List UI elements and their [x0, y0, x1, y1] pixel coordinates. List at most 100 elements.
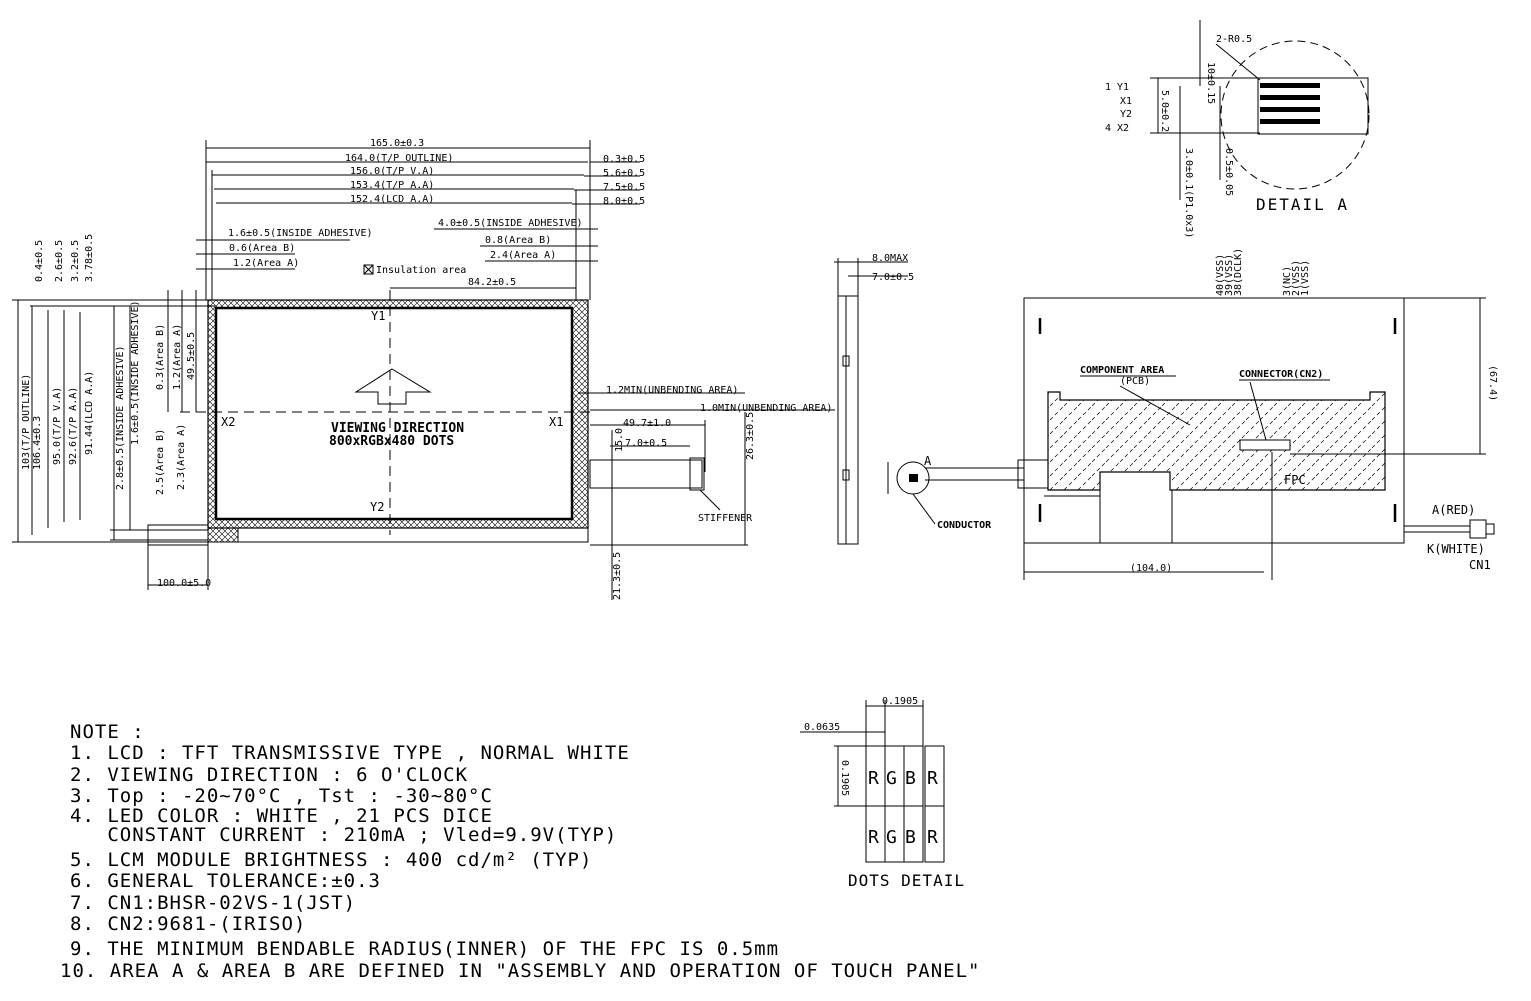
svg-text:6. GENERAL TOLERANCE:±0.3: 6. GENERAL TOLERANCE:±0.3 [70, 870, 381, 892]
viewing-direction: VIEWING DIRECTION [331, 421, 464, 436]
svg-text:8.0MAX: 8.0MAX [872, 253, 908, 264]
dots-detail: R G B R R G B R 0.1905 0.0635 0.1905 DOT… [800, 696, 965, 890]
svg-text:26.3±0.5: 26.3±0.5 [745, 412, 756, 460]
svg-text:49.7±1.0: 49.7±1.0 [623, 418, 671, 429]
svg-text:Insulation area: Insulation area [376, 265, 466, 276]
svg-text:G: G [886, 827, 897, 848]
svg-text:R: R [927, 827, 938, 848]
svg-text:8.0±0.5: 8.0±0.5 [603, 196, 645, 207]
svg-text:2.8±0.5(INSIDE ADHESIVE): 2.8±0.5(INSIDE ADHESIVE) [115, 346, 126, 491]
svg-text:X1: X1 [1120, 96, 1132, 107]
svg-text:15.0: 15.0 [614, 428, 625, 452]
svg-text:10. AREA A & AREA B ARE DEFINE: 10. AREA A & AREA B ARE DEFINED IN "ASSE… [60, 960, 980, 982]
svg-text:2-R0.5: 2-R0.5 [1216, 34, 1252, 45]
svg-text:7.0±0.5: 7.0±0.5 [625, 438, 667, 449]
svg-text:CONDUCTOR: CONDUCTOR [937, 520, 992, 531]
svg-text:R: R [868, 827, 879, 848]
svg-text:2. VIEWING DIRECTION : 6 O'CLO: 2. VIEWING DIRECTION : 6 O'CLOCK [70, 764, 468, 786]
svg-text:0.4±0.5: 0.4±0.5 [34, 240, 45, 282]
svg-text:0.3(Area B): 0.3(Area B) [155, 324, 166, 390]
y1-label: Y1 [371, 309, 385, 323]
svg-text:B: B [905, 768, 916, 789]
x1-label: X1 [549, 415, 563, 429]
svg-text:0.0635: 0.0635 [804, 722, 840, 733]
svg-text:3(NC): 3(NC) [1282, 266, 1293, 296]
svg-text:21.3±0.5: 21.3±0.5 [612, 552, 623, 600]
detail-a: 1 Y1 X1 Y2 4 X2 10±0.15 2-R0.5 5.0±0.2 3… [1105, 20, 1370, 238]
svg-text:4. LED COLOR : WHITE , 21 PCS: 4. LED COLOR : WHITE , 21 PCS DICE [70, 805, 493, 827]
svg-text:165.0±0.3: 165.0±0.3 [370, 138, 424, 149]
viewing-arrow-icon [354, 368, 432, 405]
component-area [1047, 391, 1386, 491]
svg-text:2.4(Area A): 2.4(Area A) [490, 250, 556, 261]
svg-text:(104.0): (104.0) [1130, 563, 1172, 574]
top-view: Y1 Y2 X2 X1 VIEWING DIRECTION 800xRGBx48… [12, 138, 835, 600]
svg-text:1.0MIN(UNBENDING AREA): 1.0MIN(UNBENDING AREA) [700, 403, 832, 414]
svg-text:(67.4): (67.4) [1487, 365, 1498, 401]
svg-text:156.0(T/P V.A): 156.0(T/P V.A) [350, 166, 434, 177]
svg-text:164.0(T/P OUTLINE): 164.0(T/P OUTLINE) [345, 153, 453, 164]
vertical-dims: 106.4±0.3 103(T/P OUTLINE) 95.0(T/P V.A)… [12, 234, 215, 543]
svg-text:92.6(T/P A.A): 92.6(T/P A.A) [68, 387, 79, 465]
svg-text:R: R [868, 768, 879, 789]
adhesive-dims: 1.6±0.5(INSIDE ADHESIVE) 0.6(Area B) 1.2… [196, 218, 598, 289]
svg-text:5.6±0.5: 5.6±0.5 [603, 168, 645, 179]
svg-text:106.4±0.3: 106.4±0.3 [32, 416, 43, 470]
svg-text:40(VSS): 40(VSS) [1215, 254, 1226, 296]
svg-text:R: R [927, 768, 938, 789]
fpc-tail: 1.2MIN(UNBENDING AREA) 1.0MIN(UNBENDING … [578, 385, 835, 600]
svg-text:4 X2: 4 X2 [1105, 123, 1129, 134]
lcd-active-area [214, 306, 574, 521]
svg-text:0.6(Area B): 0.6(Area B) [229, 243, 295, 254]
svg-text:10±0.15: 10±0.15 [1205, 62, 1216, 104]
svg-text:7.5±0.5: 7.5±0.5 [603, 182, 645, 193]
x2-label: X2 [221, 415, 235, 429]
svg-text:39(VSS): 39(VSS) [1224, 254, 1235, 296]
horizontal-dims: 165.0±0.3 164.0(T/P OUTLINE) 156.0(T/P V… [205, 138, 645, 300]
svg-text:153.4(T/P A.A): 153.4(T/P A.A) [350, 180, 434, 191]
svg-text:1 Y1: 1 Y1 [1105, 82, 1129, 93]
svg-text:1.6±0.5(INSIDE ADHESIVE): 1.6±0.5(INSIDE ADHESIVE) [228, 228, 373, 239]
svg-text:9. THE MINIMUM BENDABLE RADIUS: 9. THE MINIMUM BENDABLE RADIUS(INNER) OF… [70, 938, 779, 960]
svg-text:0.8(Area B): 0.8(Area B) [485, 235, 551, 246]
svg-text:91.44(LCD A.A): 91.44(LCD A.A) [84, 371, 95, 455]
svg-text:STIFFENER: STIFFENER [698, 513, 753, 524]
svg-text:2(VSS): 2(VSS) [1291, 260, 1302, 296]
svg-text:5.0±0.2: 5.0±0.2 [1159, 90, 1170, 132]
svg-text:FPC: FPC [1284, 473, 1306, 487]
svg-text:2.5(Area B): 2.5(Area B) [155, 429, 166, 495]
svg-text:5. LCM MODULE BRIGHTNESS : 400: 5. LCM MODULE BRIGHTNESS : 400 cd/m² (TY… [70, 849, 592, 871]
dots-resolution: 800xRGBx480 DOTS [329, 434, 454, 449]
svg-text:CONSTANT CURRENT : 210mA ; Vle: CONSTANT CURRENT : 210mA ; Vled=9.9V(TYP… [70, 824, 617, 846]
dots-detail-title: DOTS DETAIL [848, 871, 965, 890]
svg-text:84.2±0.5: 84.2±0.5 [468, 277, 516, 288]
svg-text:2.6±0.5: 2.6±0.5 [54, 240, 65, 282]
back-view: 40(VSS) 39(VSS) 38(DCLK) 3(NC) 2(VSS) 1(… [925, 248, 1498, 580]
svg-text:Y2: Y2 [1120, 109, 1132, 120]
svg-text:7. CN1:BHSR-02VS-1(JST): 7. CN1:BHSR-02VS-1(JST) [70, 892, 356, 914]
svg-text:1.6±0.5(INSIDE ADHESIVE): 1.6±0.5(INSIDE ADHESIVE) [130, 301, 141, 446]
svg-text:1. LCD : TFT TRANSMISSIVE TYPE: 1. LCD : TFT TRANSMISSIVE TYPE , NORMAL … [70, 742, 630, 764]
svg-text:7.0±0.5: 7.0±0.5 [872, 272, 914, 283]
svg-text:8. CN2:9681-(IRISO): 8. CN2:9681-(IRISO) [70, 913, 306, 935]
svg-text:CN1: CN1 [1469, 558, 1491, 572]
svg-text:3.2±0.5: 3.2±0.5 [70, 240, 81, 282]
svg-text:0.1905: 0.1905 [839, 760, 850, 796]
svg-text:G: G [886, 768, 897, 789]
svg-text:CONNECTOR(CN2): CONNECTOR(CN2) [1239, 369, 1323, 380]
svg-text:152.4(LCD A.A): 152.4(LCD A.A) [350, 194, 434, 205]
connector-cn2 [1239, 439, 1291, 451]
svg-text:COMPONENT AREA: COMPONENT AREA [1080, 365, 1164, 376]
svg-text:1.2(Area A): 1.2(Area A) [172, 324, 183, 390]
detail-a-title: DETAIL A [1256, 195, 1349, 214]
tail-cable: 100.0±5.0 [110, 524, 211, 590]
svg-text:3.78±0.5: 3.78±0.5 [84, 234, 95, 282]
svg-text:A(RED): A(RED) [1432, 503, 1475, 517]
svg-text:K(WHITE): K(WHITE) [1427, 542, 1485, 556]
conductor-callout: CONDUCTOR A [887, 454, 992, 531]
svg-text:NOTE :: NOTE : [70, 721, 145, 743]
svg-text:3. Top : -20~70°C , Tst : -30~: 3. Top : -20~70°C , Tst : -30~80°C [70, 785, 493, 807]
svg-text:100.0±5.0: 100.0±5.0 [157, 578, 211, 589]
svg-text:49.5±0.5: 49.5±0.5 [186, 332, 197, 380]
